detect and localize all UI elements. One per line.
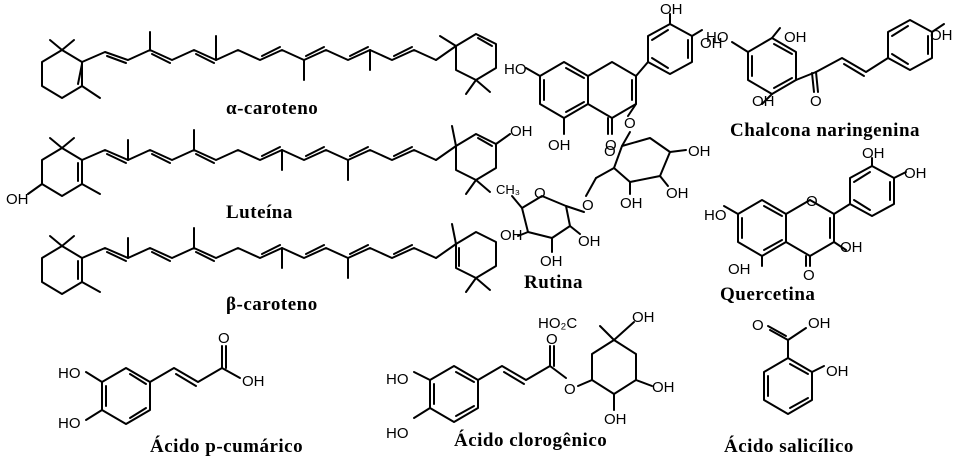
rutin-caption: Rutina — [524, 272, 583, 293]
rutin-o-carbonyl: O — [605, 137, 617, 154]
salicylic-caption: Ácido salicílico — [724, 435, 854, 457]
rutin-o-ring1: O — [604, 143, 616, 160]
rutin-oh-a: OH — [548, 137, 571, 154]
caffeic-ho-top: HO — [58, 365, 81, 382]
quercetin-o-carbonyl: O — [803, 267, 815, 284]
quercetin-structure: HO OH O O OH OH OH Quercetina — [704, 145, 927, 305]
caffeic-oh: OH — [242, 373, 265, 390]
chlorogenic-caption: Ácido clorogênico — [454, 429, 607, 451]
chlorogenic-ho-bottom: HO — [386, 425, 409, 442]
rutin-oh-g3: OH — [620, 195, 643, 212]
lutein-oh-left: OH — [6, 191, 29, 208]
quercetin-oh-b2: OH — [904, 165, 927, 182]
chlorogenic-o-ester: O — [564, 381, 576, 398]
rutin-oh-r2: OH — [540, 253, 563, 270]
rutin-o-ring2: O — [534, 185, 546, 202]
beta-carotene-structure: β-caroteno — [41, 223, 497, 315]
salicylic-oh-phenol: OH — [826, 363, 849, 380]
alpha-carotene-caption: α-caroteno — [226, 98, 318, 119]
chlorogenic-acid-structure: HO HO O O HO₂C OH OH OH Ácido clorogênic… — [386, 309, 675, 451]
quercetin-o-ring: O — [806, 193, 818, 210]
rutin-structure: HO OH O OH OH O O OH OH OH O — [496, 1, 723, 293]
salicylic-acid-structure: O OH OH Ácido salicílico — [724, 315, 854, 457]
caffeic-caption: Ácido p-cumárico — [150, 435, 303, 457]
rutin-oh-g2: OH — [666, 185, 689, 202]
quercetin-oh-b1: OH — [862, 145, 885, 162]
chalcone-oh-3: OH — [930, 27, 953, 44]
chalcone-oh-2: OH — [752, 93, 775, 110]
quercetin-oh-c: OH — [840, 239, 863, 256]
rutin-oh-b1: OH — [660, 1, 683, 18]
chalcone-o: O — [810, 93, 822, 110]
chlorogenic-ho2c: HO₂C — [538, 315, 577, 332]
lutein-caption: Luteína — [226, 202, 293, 223]
rutin-o-link: O — [624, 115, 636, 132]
chlorogenic-ho-top: HO — [386, 371, 409, 388]
chlorogenic-oh-1: OH — [632, 309, 655, 326]
rutin-oh-g1: OH — [688, 143, 711, 160]
beta-carotene-caption: β-caroteno — [226, 294, 318, 315]
chlorogenic-o-carbonyl: O — [546, 331, 558, 348]
rutin-oh-b2: OH — [700, 35, 723, 52]
alpha-carotene-structure: α-caroteno — [41, 31, 497, 119]
caffeic-o: O — [218, 330, 230, 347]
salicylic-o: O — [752, 317, 764, 334]
rutin-ch3: CH₃ — [496, 182, 520, 197]
chalcone-oh-1: OH — [784, 29, 807, 46]
quercetin-oh-a: OH — [728, 261, 751, 278]
rutin-ho-a: HO — [504, 61, 527, 78]
quercetin-caption: Quercetina — [720, 284, 815, 305]
chalcone-structure: HO OH OH O OH Chalcona naringenina — [706, 19, 953, 141]
rutin-oh-r1: OH — [500, 227, 523, 244]
chalcone-caption: Chalcona naringenina — [730, 120, 920, 141]
chlorogenic-oh-2: OH — [652, 379, 675, 396]
caffeic-ho-bottom: HO — [58, 415, 81, 432]
lutein-oh-right: OH — [510, 123, 533, 140]
salicylic-oh-acid: OH — [808, 315, 831, 332]
rutin-o-link2: O — [582, 197, 594, 214]
quercetin-ho: HO — [704, 207, 727, 224]
chlorogenic-oh-3: OH — [604, 411, 627, 428]
lutein-structure: OH OH Luteína — [6, 123, 533, 223]
chalcone-ho: HO — [706, 29, 729, 46]
caffeic-acid-structure: HO HO O OH Ácido p-cumárico — [58, 330, 303, 457]
rutin-oh-r3: OH — [578, 233, 601, 250]
